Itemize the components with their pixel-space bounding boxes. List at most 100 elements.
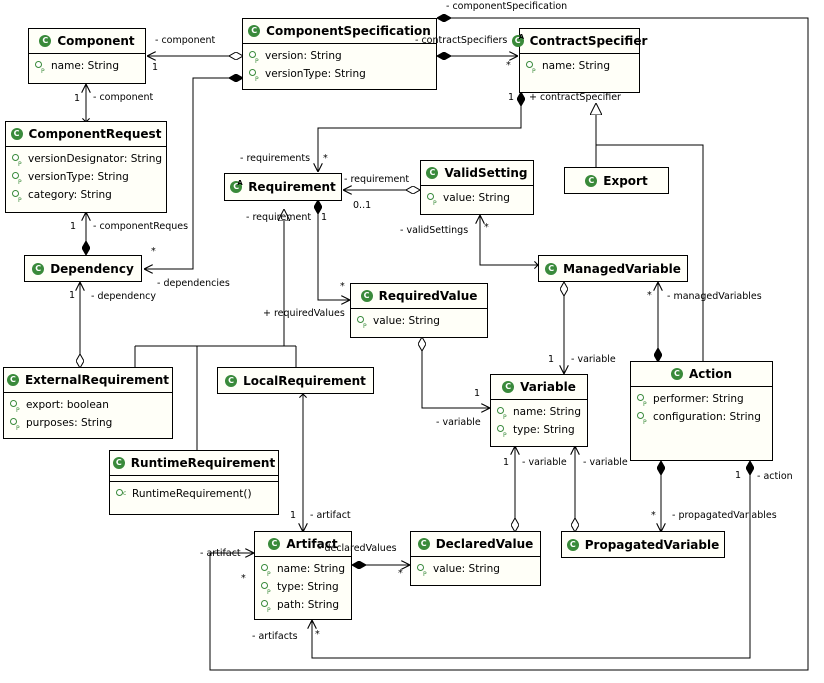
public-attribute-icon [10, 399, 20, 420]
attribute: configuration: String [653, 411, 761, 423]
class-name: ExternalRequirement [24, 373, 170, 387]
public-attribute-icon [497, 406, 507, 427]
class-declared-value[interactable]: C DeclaredValue value: String [410, 531, 541, 586]
class-dependency[interactable]: C Dependency [24, 255, 142, 282]
attribute: type: String [277, 581, 339, 593]
constructor-icon [116, 485, 126, 503]
public-attribute-icon [10, 417, 20, 438]
class-icon: C [39, 35, 52, 47]
edge-label: - artifacts [252, 631, 298, 642]
class-icon: C [10, 128, 23, 140]
public-attribute-icon [12, 189, 22, 210]
class-icon: C [670, 368, 683, 380]
public-attribute-icon [637, 411, 647, 432]
class-action[interactable]: C Action performer: String configuration:… [630, 361, 773, 461]
edge-label: * [315, 629, 320, 640]
attribute: version: String [265, 50, 342, 62]
public-attribute-icon [357, 315, 367, 336]
abstract-class-icon: C [511, 31, 524, 47]
edge-label: - variable [522, 457, 567, 468]
edge-label: - requirement [246, 212, 312, 223]
class-component[interactable]: C Component name: String [28, 28, 146, 84]
edge-label: * [151, 246, 156, 257]
class-name: RuntimeRequirement [130, 456, 276, 470]
class-icon: C [566, 538, 579, 551]
class-name: Action [688, 367, 733, 381]
attribute: value: String [433, 563, 500, 575]
attribute: name: String [513, 406, 581, 418]
attribute: type: String [513, 424, 575, 436]
edge-label: 0..1 [353, 200, 372, 211]
public-attribute-icon [637, 393, 647, 414]
edge-label: * [398, 568, 403, 579]
class-export[interactable]: C Export [564, 167, 669, 194]
edge-label: 1 [152, 62, 159, 73]
attribute: name: String [277, 563, 345, 575]
attribute: versionDesignator: String [28, 153, 163, 165]
class-icon: C [545, 262, 558, 275]
edge-label: - variable [571, 354, 616, 365]
edge-label: * [647, 290, 652, 301]
abstract-class-icon: C [230, 177, 243, 193]
edge-label: - managedVariables [667, 291, 762, 302]
public-attribute-icon [427, 192, 437, 213]
class-icon: C [360, 290, 373, 302]
class-name: Artifact [286, 537, 338, 551]
class-name: RequiredValue [378, 289, 478, 303]
public-attribute-icon [261, 599, 271, 620]
edge-label: 1 [74, 93, 81, 104]
class-name: ValidSetting [444, 166, 528, 180]
class-requirement[interactable]: CRequirement [224, 173, 342, 201]
class-name: LocalRequirement [243, 373, 366, 388]
class-icon: C [32, 262, 45, 275]
class-icon: C [502, 381, 515, 393]
edge-label: - component [155, 35, 216, 46]
class-name: DeclaredValue [435, 537, 534, 551]
class-name: Export [603, 173, 648, 188]
edge-label: 1 [474, 388, 481, 399]
edge-label: - requirement [344, 174, 410, 185]
class-icon: C [248, 25, 261, 37]
edge-label: 1 [290, 510, 297, 521]
class-name: Dependency [50, 261, 134, 276]
attribute: value: String [443, 192, 510, 204]
class-icon: C [417, 538, 430, 550]
class-artifact[interactable]: C Artifact name: String type: String path… [254, 531, 352, 620]
attribute: purposes: String [26, 417, 113, 429]
edge-label: * [484, 222, 489, 233]
class-icon: C [585, 174, 598, 187]
public-attribute-icon [497, 424, 507, 445]
attribute: performer: String [653, 393, 744, 405]
class-name: ComponentRequest [28, 127, 162, 141]
edge-label: * [340, 281, 345, 292]
class-component-request[interactable]: C ComponentRequest versionDesignator: Str… [5, 121, 167, 213]
edge-label: 1 [321, 212, 328, 223]
attribute: path: String [277, 599, 340, 611]
edge-label: + requiredValues [263, 308, 345, 319]
class-contract-specifier[interactable]: CContractSpecifier name: String [511, 28, 647, 93]
public-attribute-icon [261, 581, 271, 602]
edge-label: - dependency [91, 291, 156, 302]
class-name: ContractSpecifier [529, 34, 648, 48]
class-icon: C [268, 538, 281, 550]
class-icon: C [112, 457, 125, 469]
edge-label: - component [93, 92, 154, 103]
edge-label: - variable [583, 457, 628, 468]
class-name: Component [57, 34, 135, 48]
edge-label: - action [757, 471, 793, 482]
edge-label: * [651, 510, 656, 521]
edge-label: 1 [503, 457, 510, 468]
edge-label: + contractSpecifier [529, 92, 621, 103]
edge-label: 1 [548, 354, 555, 365]
edge-label: - propagatedVariables [672, 510, 777, 521]
attribute: name: String [51, 60, 119, 72]
